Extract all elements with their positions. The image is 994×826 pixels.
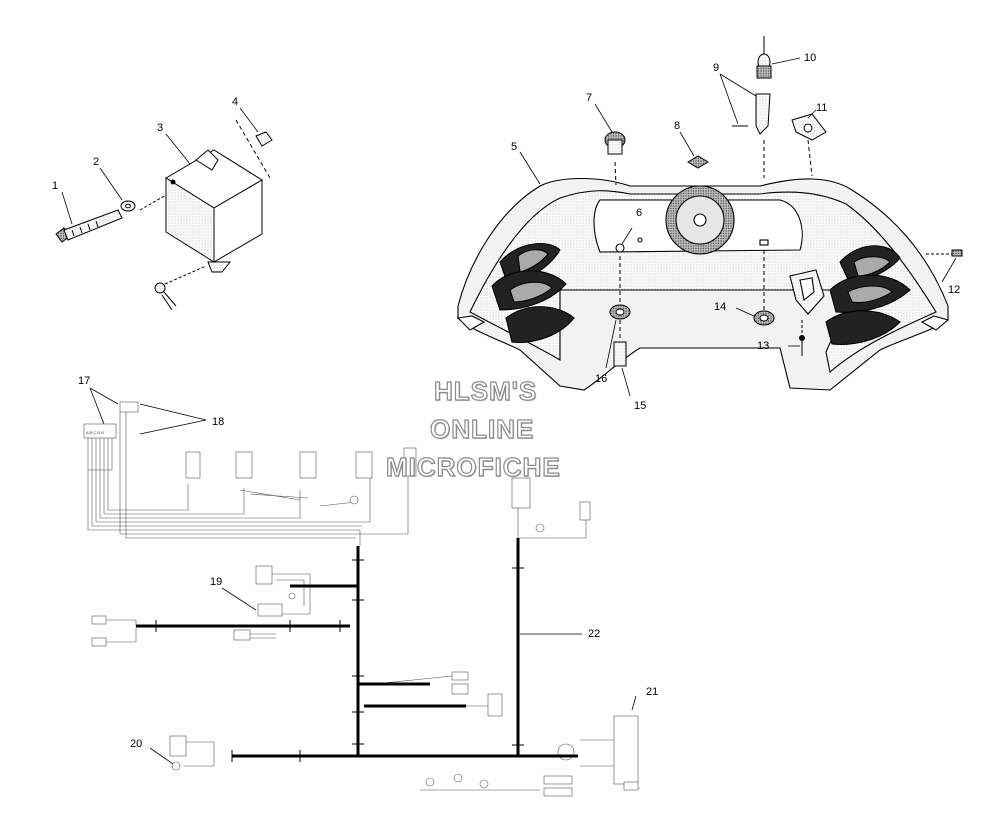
callout-20: 20: [130, 738, 143, 750]
watermark-line-2: ONLINE: [429, 413, 535, 444]
callout-1: 1: [52, 180, 59, 192]
wiring-schematic: A B C D E: [83, 401, 640, 797]
callout-22: 22: [588, 628, 601, 640]
dash-pod-part: [456, 177, 950, 391]
harness-ties: [155, 559, 524, 762]
callout-6: 6: [636, 207, 643, 219]
callout-5: 5: [511, 141, 518, 153]
module-box-part: [139, 149, 263, 273]
callout-10: 10: [804, 52, 817, 64]
watermark-line-1: HLSM'S: [433, 375, 538, 406]
callout-4: 4: [232, 96, 239, 108]
callout-18: 18: [212, 416, 225, 428]
callout-21: 21: [646, 686, 659, 698]
harness-trunks: [136, 538, 578, 758]
watermark-line-3: MICROFICHE: [385, 451, 561, 482]
callout-8: 8: [674, 120, 681, 132]
callout-14: 14: [714, 301, 727, 313]
callout-12: 12: [948, 284, 961, 296]
grommet-part-14: [753, 250, 775, 326]
callout-16: 16: [595, 373, 608, 385]
lamp-parts-15-16: [609, 256, 631, 367]
screw-part-13: [799, 320, 805, 356]
callout-13: 13: [757, 340, 770, 352]
plate-part: [687, 155, 709, 169]
callout-19: 19: [210, 576, 223, 588]
bulb-socket-part: [732, 36, 772, 178]
callout-15: 15: [634, 400, 647, 412]
leader-lines: [61, 57, 957, 767]
nut-part: [235, 119, 273, 179]
washer-part: [120, 200, 136, 212]
bolt-part: [55, 209, 123, 243]
callout-7: 7: [586, 92, 593, 104]
callout-9: 9: [713, 62, 720, 74]
callout-3: 3: [157, 122, 164, 134]
ring-terminal: [154, 265, 207, 311]
clip-part: [791, 113, 827, 177]
callout-17: 17: [78, 375, 91, 387]
svg-text:A B C D E: A B C D E: [86, 430, 104, 435]
screw-part-12: [926, 249, 963, 257]
callout-2: 2: [93, 156, 100, 168]
switch-part: [604, 131, 626, 186]
callout-11: 11: [816, 102, 828, 114]
